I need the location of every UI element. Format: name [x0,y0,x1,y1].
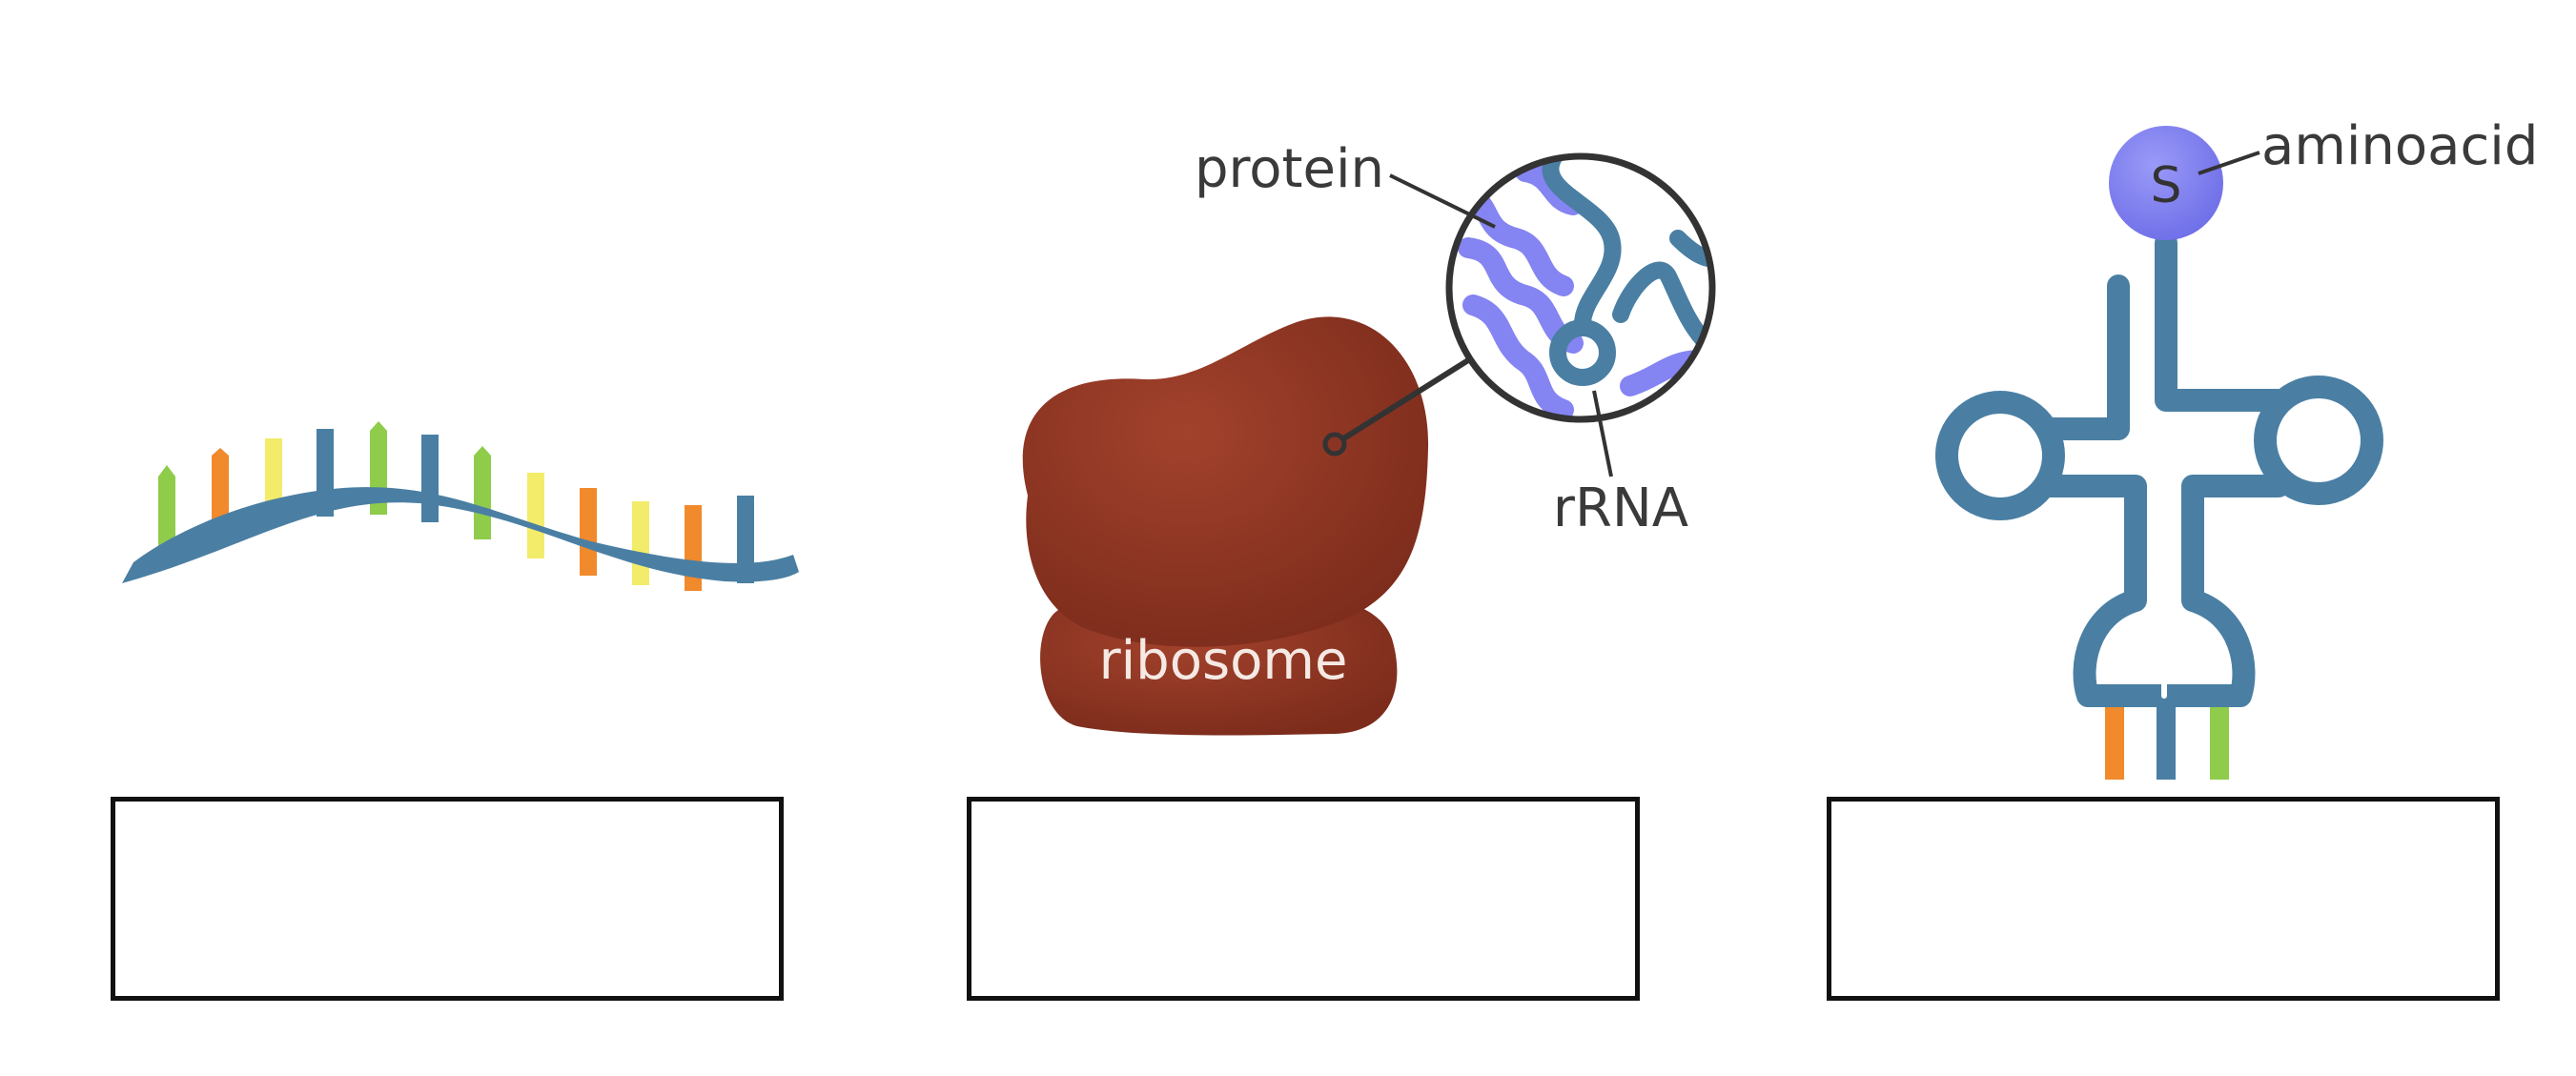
answer-box-3[interactable] [1827,797,2500,1001]
base-blue-2 [421,435,439,522]
answer-box-1[interactable] [111,797,784,1001]
mrna-backbone [122,487,799,583]
ribosome-large-subunit [1022,316,1429,647]
base-green-3 [474,456,491,539]
aminoacid-leader-line [2198,151,2260,175]
amino-acid-sphere [2109,126,2223,240]
zoom-pointer-dot [1322,432,1347,457]
zoom-pointer-line [1333,357,1470,447]
answer-box-2[interactable] [967,797,1640,1001]
base-orange-2 [580,488,597,576]
ribosome-illustration: ribosome [1022,138,1716,736]
protein-label: protein [1195,138,1384,200]
protein-leader-line [1389,173,1496,229]
rrna-leader-line [1592,390,1613,477]
base-yellow-3 [632,501,649,585]
amino-acid-symbol: S [2150,157,2181,214]
base-green-1 [158,477,175,555]
base-yellow-2 [527,473,544,558]
anticodon-base-orange [2105,705,2124,780]
anticodon-base-blue [2157,705,2176,780]
zoom-circle [1445,152,1716,423]
rrna-label: rRNA [1553,477,1688,539]
mrna-illustration [122,421,799,591]
aminoacid-label: aminoacid [2261,115,2538,177]
base-blue-3 [737,496,754,583]
ribosome-label: ribosome [1099,630,1348,692]
anticodon-base-green [2210,705,2229,780]
trna-illustration: S aminoacid [1935,115,2538,780]
trna-backbone [1935,232,2383,707]
